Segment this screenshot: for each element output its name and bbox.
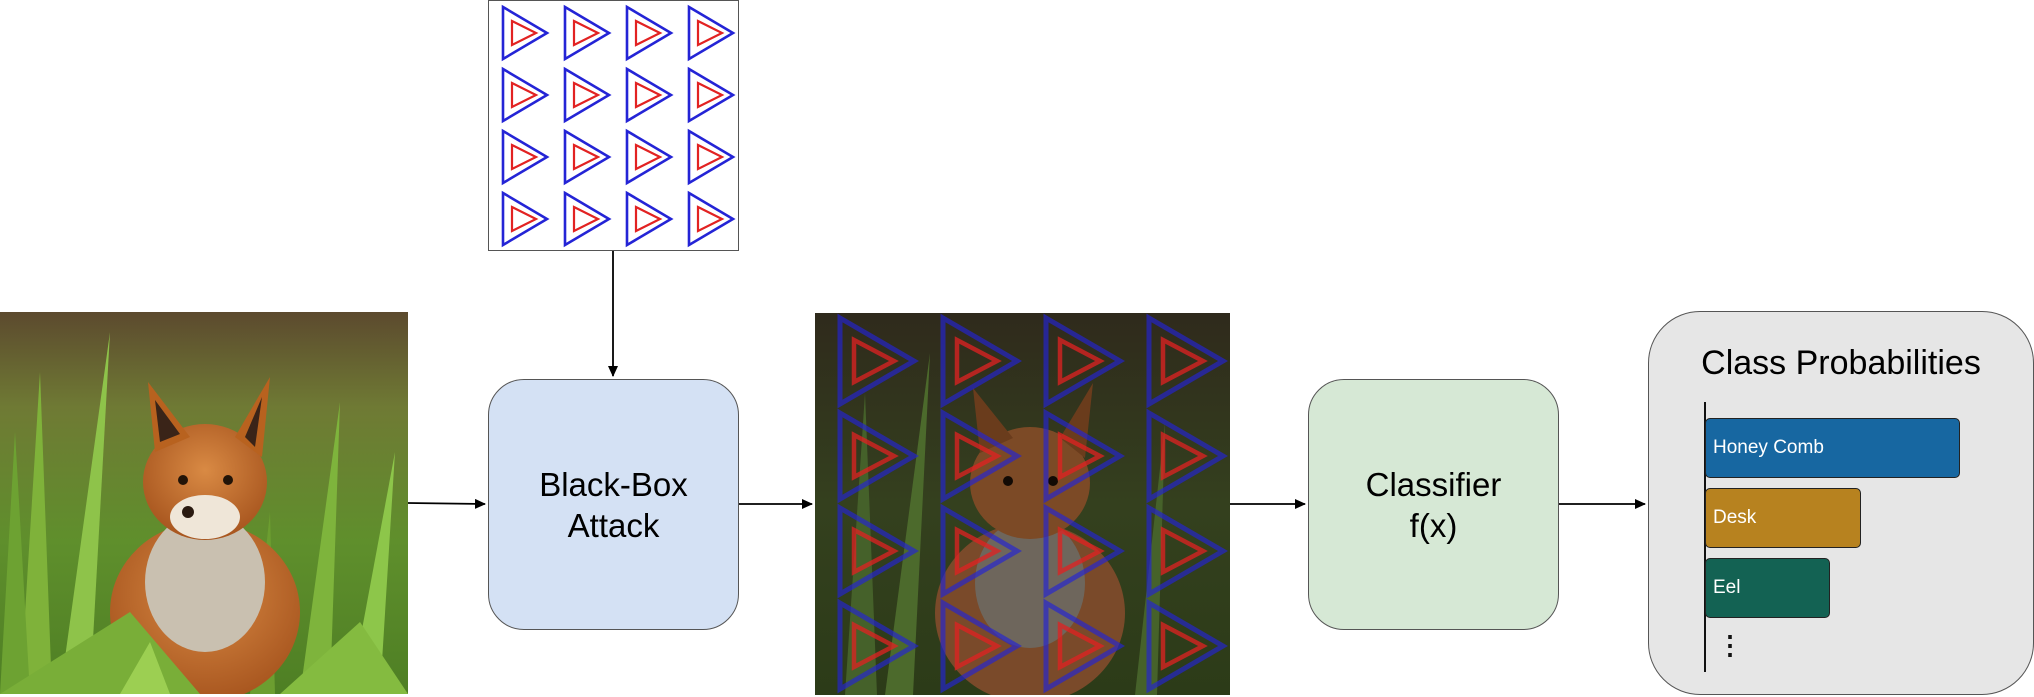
class-bar-desk: Desk — [1705, 488, 1861, 548]
adversarial-patch — [488, 0, 739, 251]
patch-triangle-icon — [501, 66, 550, 124]
patch-triangle-icon — [563, 66, 612, 124]
patch-triangle-icon — [563, 190, 612, 248]
patch-triangle-icon — [563, 4, 612, 62]
patch-triangle-icon — [625, 128, 674, 186]
arrow-input-to-attack — [407, 498, 486, 509]
overlay-triangle-icon — [1043, 408, 1125, 504]
overlay-triangle-icon — [940, 313, 1022, 409]
probabilities-title: Class Probabilities — [1701, 344, 1981, 382]
overlay-triangle-icon — [1043, 313, 1125, 409]
more-classes-ellipsis: ⋮ — [1717, 630, 1743, 660]
patch-triangle-icon — [501, 4, 550, 62]
overlay-triangle-icon — [1146, 598, 1228, 694]
overlay-triangle-icon — [837, 313, 919, 409]
patch-triangle-icon — [501, 128, 550, 186]
perturbed-fox-image — [815, 313, 1230, 695]
patch-triangle-icon — [625, 190, 674, 248]
attack-label-line2: Attack — [567, 506, 660, 544]
patch-triangle-icon — [687, 190, 736, 248]
classifier-node: Classifier f(x) — [1308, 379, 1559, 630]
patch-triangle-icon — [687, 66, 736, 124]
black-box-attack-node: Black-Box Attack — [488, 379, 739, 630]
overlay-triangle-icon — [837, 598, 919, 694]
patch-triangle-icon — [625, 66, 674, 124]
attack-label-line1: Black-Box — [539, 465, 688, 503]
triangle-pattern-icon — [501, 4, 736, 248]
overlay-triangle-icon — [1146, 408, 1228, 504]
patch-triangle-icon — [563, 128, 612, 186]
class-bar-eel: Eel — [1705, 558, 1830, 618]
perturbed-fox-illustration — [815, 313, 1230, 695]
classifier-label-line1: Classifier — [1365, 465, 1502, 503]
overlay-triangle-icon — [940, 503, 1022, 599]
overlay-triangle-icon — [1043, 503, 1125, 599]
fox-illustration — [0, 312, 408, 694]
overlay-triangle-icon — [1146, 503, 1228, 599]
overlay-triangle-icon — [837, 503, 919, 599]
overlay-triangle-icon — [1043, 598, 1125, 694]
overlay-triangle-icon — [837, 408, 919, 504]
overlay-triangle-icon — [940, 408, 1022, 504]
patch-triangle-icon — [625, 4, 674, 62]
input-fox-image — [0, 312, 408, 694]
overlay-triangle-icon — [1146, 313, 1228, 409]
patch-triangle-icon — [501, 190, 550, 248]
class-bar-honey-comb: Honey Comb — [1705, 418, 1960, 478]
patch-triangle-icon — [687, 128, 736, 186]
classifier-label-line2: f(x) — [1409, 506, 1458, 544]
overlay-triangle-icon — [940, 598, 1022, 694]
patch-triangle-icon — [687, 4, 736, 62]
